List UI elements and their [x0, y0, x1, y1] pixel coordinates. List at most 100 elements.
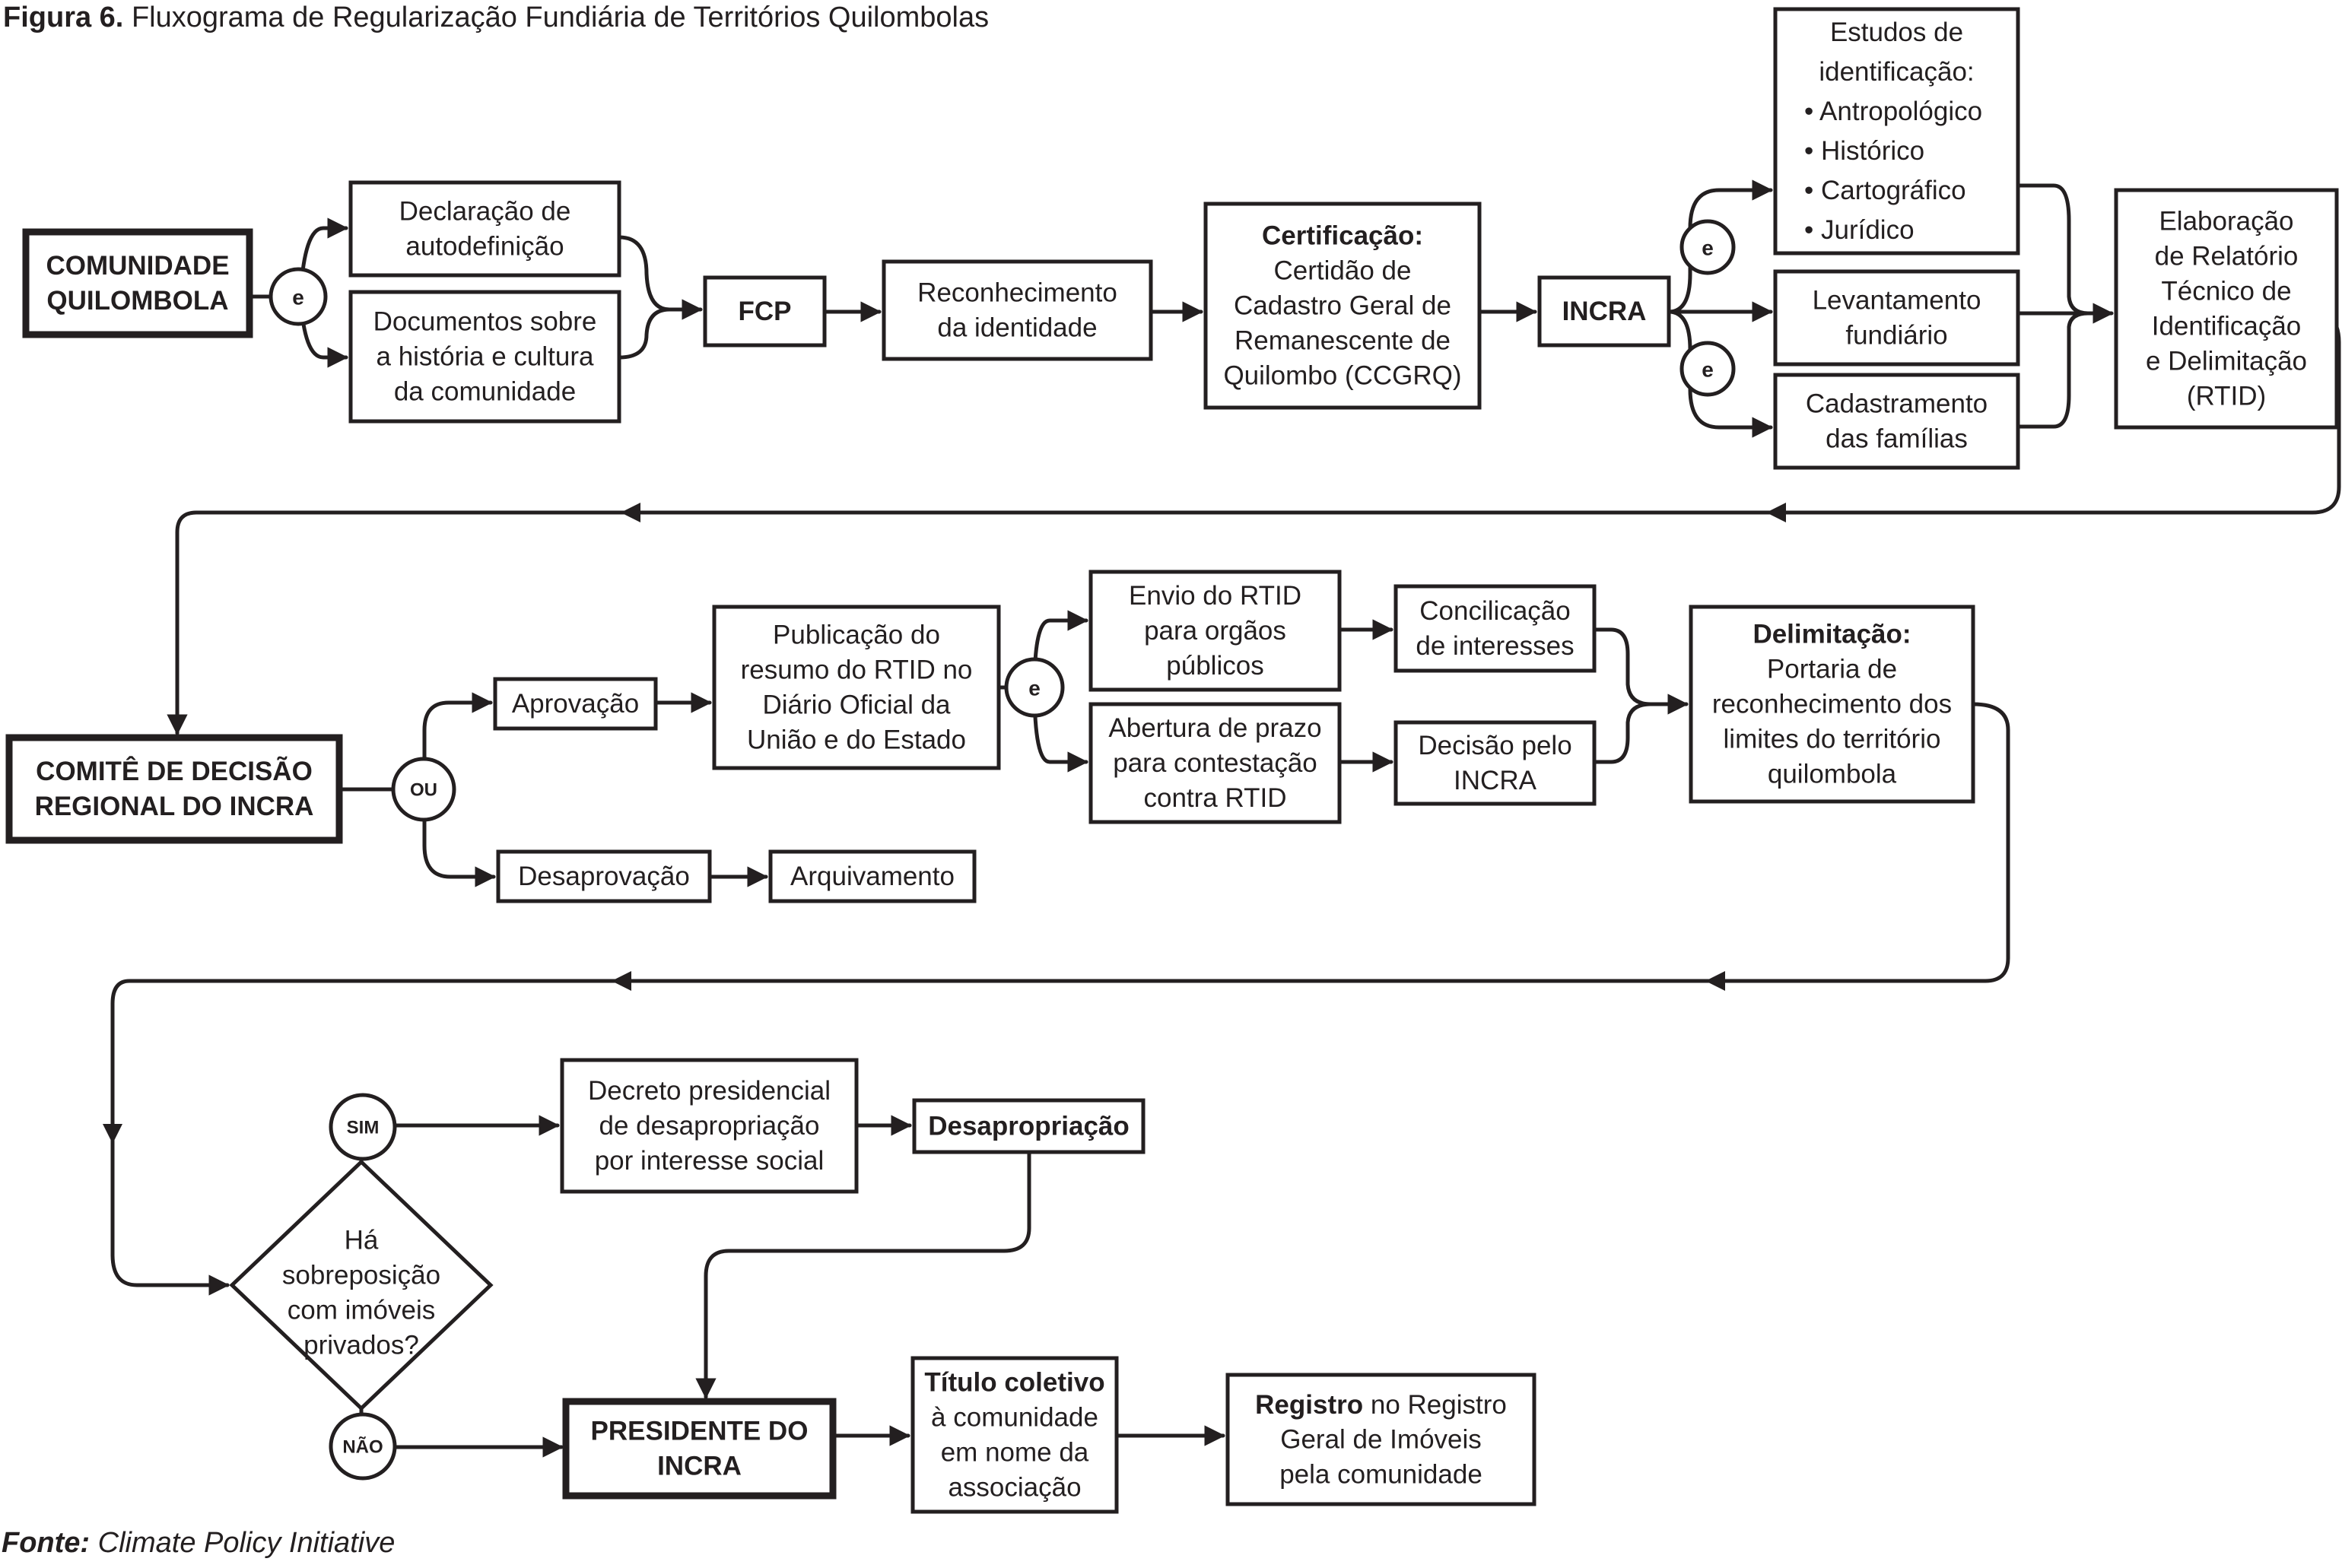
node-desaprovacao-line: Desaprovação [518, 862, 690, 891]
connector-ou-comite: OU [391, 757, 456, 822]
connector-e-incra-upper-label: e [1702, 236, 1714, 260]
node-documentos-historia-line: Documentos sobre [373, 307, 597, 337]
node-certificacao-line: Certificação: [1262, 221, 1423, 251]
node-aprovacao-line: Aprovação [512, 689, 639, 719]
node-estudos-identificacao-line: • Antropológico [1804, 97, 1982, 126]
node-cadastramento-familias-line: das famílias [1826, 424, 1968, 454]
node-rtid-line: (RTID) [2187, 382, 2266, 411]
node-registro-line: Geral de Imóveis [1280, 1425, 1482, 1455]
node-sobreposicao-line: privados? [303, 1331, 419, 1360]
node-reconhecimento-identidade-line: Reconhecimento [917, 278, 1117, 308]
node-levantamento-fundiario-line: fundiário [1845, 321, 1947, 351]
node-envio-rtid-line: públicos [1166, 651, 1263, 681]
node-envio-rtid: Envio do RTID para orgãos públicos [1088, 570, 1342, 692]
connector-e-incra-upper: e [1679, 219, 1736, 275]
node-desapropriacao: Desapropriação [912, 1098, 1146, 1154]
node-abertura-prazo-line: para contestação [1113, 748, 1317, 778]
node-cadastramento-familias-frame [1773, 373, 2020, 470]
node-delimitacao-line: quilombola [1768, 760, 1897, 789]
node-registro-frame [1225, 1373, 1536, 1506]
node-presidente-incra-line: INCRA [657, 1452, 742, 1481]
node-fcp-line: FCP [739, 297, 792, 326]
connector-sim: SIM [329, 1093, 397, 1161]
node-declaracao-autodefinicao-line: Declaração de [399, 197, 571, 227]
node-certificacao-line: Remanescente de [1235, 326, 1451, 356]
node-sobreposicao-line: com imóveis [288, 1296, 435, 1325]
connector-e-publicacao-label: e [1028, 677, 1041, 700]
connector-e-publicacao: e [1004, 657, 1065, 718]
edge-desapropriacao-to-presidente [695, 1150, 1031, 1399]
node-estudos-identificacao-line: • Jurídico [1804, 215, 1915, 245]
node-envio-rtid-line: para orgãos [1144, 616, 1286, 646]
node-desaprovacao: Desaprovação [496, 849, 712, 903]
node-reconhecimento-identidade: Reconhecimento da identidade [882, 259, 1153, 361]
figure-title: Figura 6. Fluxograma de Regularização Fu… [3, 2, 989, 34]
node-arquivamento: Arquivamento [768, 849, 977, 903]
node-conciliacao-interesses-frame [1393, 584, 1597, 673]
node-publicacao-resumo: Publicação do resumo do RTID no Diário Ofi… [712, 605, 1001, 770]
node-rtid-line: Elaboração [2159, 207, 2293, 236]
node-reconhecimento-identidade-line: da identidade [937, 313, 1097, 343]
node-desaprovacao-frame [496, 849, 712, 903]
edge-documentos-to-fcp [617, 307, 672, 360]
node-titulo-coletivo-line: Título coletivo [924, 1368, 1104, 1398]
node-delimitacao-line: limites do território [1724, 725, 1941, 754]
node-reconhecimento-identidade-frame [882, 259, 1153, 361]
node-rtid-frame [2114, 188, 2339, 430]
node-comite-decisao-line: REGIONAL DO INCRA [35, 792, 314, 821]
node-abertura-prazo-frame [1088, 702, 1342, 824]
node-registro-line: pela comunidade [1279, 1460, 1482, 1490]
node-rtid-line: de Relatório [2155, 242, 2299, 271]
node-estudos-identificacao-line: Estudos de [1830, 17, 1963, 47]
node-arquivamento-line: Arquivamento [790, 862, 955, 891]
connector-e-incra-lower: e [1679, 341, 1736, 397]
node-comite-decisao-line: COMITÊ DE DECISÃO [36, 756, 313, 786]
node-abertura-prazo-line: Abertura de prazo [1108, 713, 1321, 743]
node-documentos-historia-line: da comunidade [394, 377, 576, 407]
node-documentos-historia-line: a história e cultura [377, 342, 595, 372]
node-rtid-line: Técnico de [2161, 277, 2291, 306]
source-text: Climate Policy Initiative [97, 1527, 396, 1559]
node-decreto-presidencial-frame [560, 1058, 859, 1194]
node-documentos-historia-frame [348, 290, 621, 424]
node-conciliacao-interesses: Concilicação de interesses [1393, 584, 1597, 673]
node-estudos-identificacao-line: • Cartográfico [1804, 176, 1966, 205]
edge-decisao-to-delimitacao [1592, 702, 1653, 764]
edge-declaracao-to-fcp [617, 235, 703, 320]
node-documentos-historia: Documentos sobre a história e cultura da c… [348, 290, 621, 424]
connector-ou-comite-label: OU [410, 780, 437, 801]
node-presidente-incra: PRESIDENTE DO INCRA [562, 1398, 837, 1500]
midline-arrows [103, 503, 1786, 1144]
node-titulo-coletivo-line: em nome da [941, 1438, 1089, 1468]
node-publicacao-resumo-line: Publicação do [773, 621, 940, 650]
node-aprovacao: Aprovação [493, 677, 658, 731]
node-rtid-line: e Delimitação [2146, 347, 2307, 376]
node-decreto-presidencial-line: Decreto presidencial [588, 1076, 831, 1106]
node-incra: INCRA [1537, 275, 1671, 348]
node-presidente-incra-line: PRESIDENTE DO [591, 1417, 809, 1446]
node-titulo-coletivo-line: associação [948, 1473, 1081, 1503]
node-titulo-coletivo-line: à comunidade [931, 1403, 1098, 1433]
node-publicacao-resumo-line: resumo do RTID no [741, 655, 973, 685]
node-fcp: FCP [703, 275, 827, 348]
node-levantamento-fundiario-frame [1773, 269, 2020, 367]
edge-ou-to-aprovacao [422, 692, 493, 792]
edge-ou-to-desaprovacao [422, 787, 496, 887]
node-envio-rtid-line: Envio do RTID [1129, 581, 1301, 611]
figure-source: Fonte: Climate Policy Initiative [2, 1527, 395, 1560]
edge-delimitacao-to-sobreposicao [110, 702, 2010, 1296]
node-publicacao-resumo-line: Diário Oficial da [762, 690, 951, 720]
node-declaracao-autodefinicao-line: autodefinição [405, 232, 564, 262]
node-conciliacao-interesses-line: Concilicação [1419, 596, 1570, 626]
node-conciliacao-interesses-line: de interesses [1416, 631, 1574, 661]
